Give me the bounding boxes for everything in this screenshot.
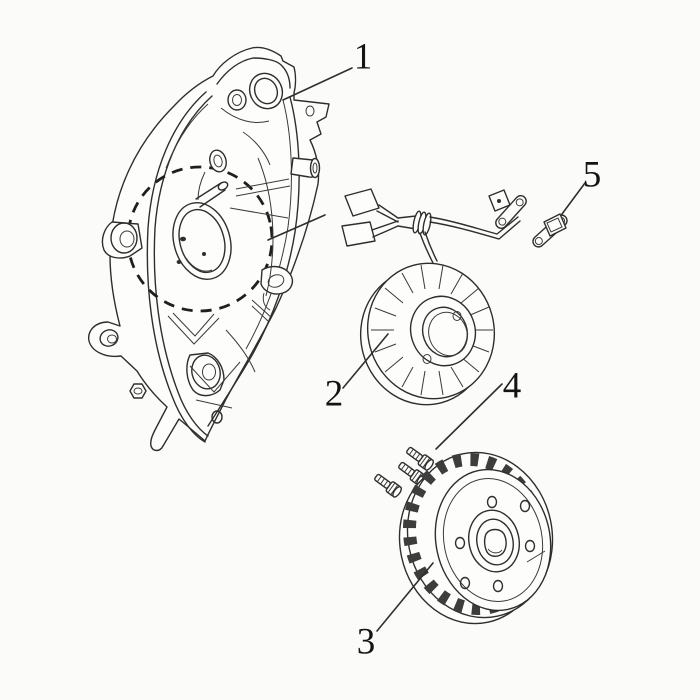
harness-connector-a bbox=[344, 188, 380, 217]
stator-wiring-harness bbox=[341, 188, 527, 406]
callout-1-label: 1 bbox=[354, 37, 373, 78]
stator-position-dashed-circle bbox=[126, 165, 274, 313]
harness-lead-wire bbox=[429, 216, 521, 240]
flywheel-rotor bbox=[398, 451, 554, 625]
right-cylinder-boss bbox=[290, 105, 321, 179]
crankcase-cover bbox=[88, 46, 330, 452]
rim-hex-bolt bbox=[129, 383, 147, 399]
stator-lead-wire bbox=[419, 231, 438, 264]
top-oval-bore bbox=[248, 72, 284, 110]
callout-3-leader bbox=[376, 562, 434, 632]
callout-1-leader bbox=[282, 67, 353, 101]
stator-teeth bbox=[371, 264, 493, 396]
callout-4-label: 4 bbox=[503, 366, 522, 407]
callout-2-label: 2 bbox=[325, 374, 344, 415]
callout-5-leader bbox=[561, 182, 586, 215]
bolt-1 bbox=[406, 446, 434, 471]
flywheel-face-holes bbox=[454, 495, 536, 593]
cover-bolt-bosses bbox=[99, 89, 247, 424]
flywheel-hub bbox=[468, 509, 520, 573]
cover-interior-ribs bbox=[165, 103, 291, 409]
flywheel-face bbox=[434, 468, 552, 612]
bolt-3 bbox=[374, 473, 402, 498]
harness-connector-b bbox=[341, 221, 376, 247]
callout-5-label: 5 bbox=[583, 155, 602, 196]
mounting-bracket bbox=[532, 213, 568, 248]
stator-core bbox=[359, 262, 496, 406]
callout-4-leader bbox=[435, 383, 503, 450]
wire-clamp-plate bbox=[488, 189, 527, 229]
callouts: 1 2 3 4 5 bbox=[282, 37, 602, 663]
dowel-pin bbox=[195, 181, 229, 208]
callout-2-leader bbox=[342, 333, 389, 389]
harness-tape-wrap bbox=[412, 210, 432, 236]
callout-3-label: 3 bbox=[357, 622, 376, 663]
crankshaft-opening bbox=[172, 202, 232, 280]
stator-position-pointer-line bbox=[267, 214, 326, 241]
